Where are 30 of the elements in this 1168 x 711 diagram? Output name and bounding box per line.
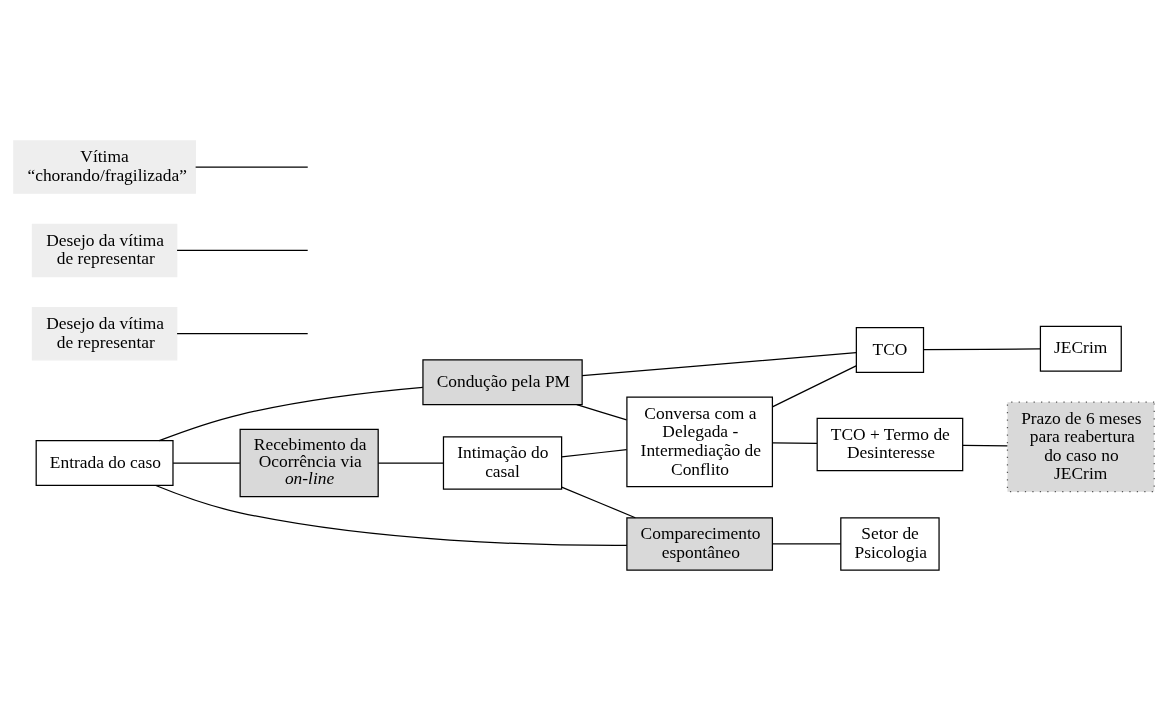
connector: [771, 543, 842, 545]
node-box: Setor de Psicologia: [840, 517, 940, 571]
node-box: Vítima “chorando/fragilizada”: [13, 140, 196, 194]
connector: [576, 404, 628, 421]
connector: [922, 348, 1041, 351]
node-box: Intimação do casal: [442, 436, 563, 490]
connector: [176, 249, 309, 252]
connector: [962, 444, 1008, 447]
connector: [158, 386, 424, 442]
connector: [771, 442, 818, 445]
node-box: Desejo da vítima de representar: [31, 223, 178, 278]
connector: [377, 462, 444, 464]
node-box: Prazo de 6 meses para reabertura do caso no JECrim: [1006, 401, 1155, 493]
node-box: Conversa com a Delegada - Intermediação de Conflito: [626, 396, 774, 488]
connector: [561, 486, 636, 519]
node-box: Condução pela PM: [422, 359, 583, 406]
node-box: TCO: [855, 326, 925, 373]
connector: [195, 166, 309, 168]
node-box: TCO + Termo de Desinteresse: [816, 417, 964, 472]
connector: [176, 333, 309, 335]
node-box: JECrim: [1039, 325, 1122, 372]
connector: [561, 449, 628, 458]
connector: [581, 352, 857, 377]
node-box: Entrada do caso: [35, 440, 174, 487]
node-box: Desejo da vítima de representar: [31, 307, 178, 361]
connector: [771, 365, 857, 408]
node-box: Recebimento da Ocorrência via on-line: [239, 428, 379, 498]
node-box: Comparecimento espontâneo: [626, 517, 774, 571]
connector: [155, 484, 628, 546]
connector: [172, 462, 241, 464]
